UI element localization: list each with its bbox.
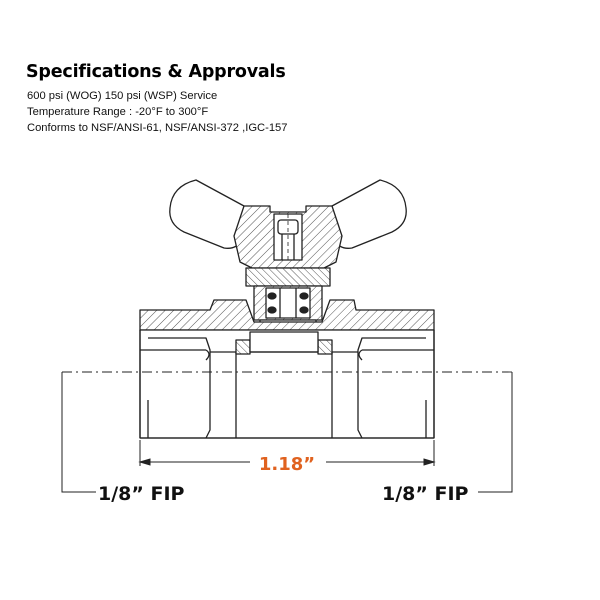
specifications-title: Specifications & Approvals (26, 62, 286, 82)
valve-stem (245, 267, 331, 331)
spec-line-temperature: Temperature Range : -20°F to 300°F (27, 106, 209, 118)
valve-outline (62, 179, 512, 439)
right-port-label: 1/8” FIP (382, 483, 469, 505)
dimension-line (138, 440, 436, 466)
valve-body (139, 299, 435, 439)
dimension-value: 1.18” (259, 454, 315, 475)
spec-line-conformance: Conforms to NSF/ANSI-61, NSF/ANSI-372 ,I… (27, 122, 288, 134)
spec-line-pressure: 600 psi (WOG) 150 psi (WSP) Service (27, 90, 218, 102)
butterfly-handle (169, 179, 407, 269)
left-port-label: 1/8” FIP (98, 483, 185, 505)
port-leaders (61, 372, 513, 493)
